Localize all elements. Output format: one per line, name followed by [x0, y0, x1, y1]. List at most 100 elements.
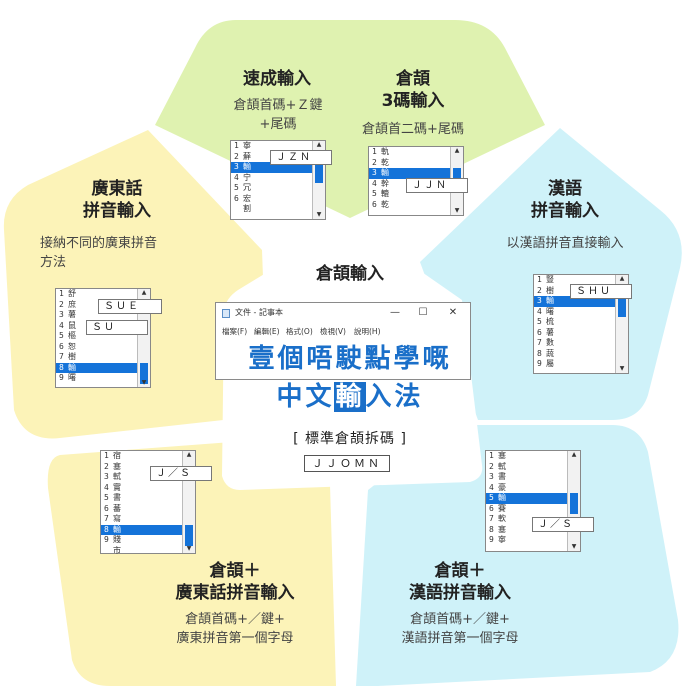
cantonese-composition-bottom: ＳＵ — [86, 320, 148, 335]
scroll-up-icon[interactable]: ▲ — [571, 451, 577, 458]
candidate-char: 豪 — [498, 482, 506, 492]
candidate-scrollbar[interactable]: ▲▼ — [567, 451, 580, 551]
candidate-number: 5 — [489, 493, 494, 502]
scroll-up-icon[interactable]: ▲ — [141, 289, 147, 296]
candidate-char: 轆 — [381, 189, 389, 198]
candidate-number: 4 — [537, 306, 542, 316]
candidate-char: 割 — [243, 204, 251, 213]
menu-edit[interactable]: 編輯(E) — [254, 327, 280, 336]
menu-help[interactable]: 說明(H) — [354, 327, 381, 336]
scroll-down-icon[interactable]: ▼ — [186, 545, 192, 552]
notepad-text-area[interactable] — [216, 341, 470, 379]
scroll-thumb[interactable] — [570, 493, 578, 514]
candidate-char: 賤 — [113, 535, 121, 544]
scroll-thumb[interactable] — [140, 362, 148, 384]
center-title: 倉頡輸入 — [316, 264, 384, 284]
cantonese-desc-line: 方法 — [40, 255, 67, 270]
cangjie3-desc-line: 倉頡首二碼+尾碼 — [362, 122, 464, 137]
candidate-scrollbar[interactable]: ▲▼ — [615, 275, 628, 373]
scroll-down-icon[interactable]: ▼ — [619, 365, 625, 372]
candidate-number: 5 — [537, 317, 542, 326]
candidate-number: 1 — [537, 275, 542, 284]
scroll-thumb[interactable] — [185, 524, 193, 546]
scroll-down-icon[interactable]: ▼ — [454, 207, 460, 214]
scroll-down-icon[interactable]: ▼ — [141, 379, 147, 386]
close-icon[interactable]: ✕ — [448, 307, 458, 318]
candidate-row[interactable]: 割 — [231, 204, 312, 215]
minimize-icon[interactable]: — — [390, 307, 400, 318]
candidate-char: 塞 — [113, 461, 121, 471]
candidate-row[interactable]: 市 — [101, 546, 182, 557]
scroll-up-icon[interactable]: ▲ — [619, 275, 625, 282]
candidate-number: 2 — [59, 299, 64, 309]
candidate-number: 8 — [59, 362, 64, 372]
scroll-thumb[interactable] — [315, 162, 323, 183]
menu-format[interactable]: 格式(O) — [286, 327, 313, 336]
scroll-up-icon[interactable]: ▲ — [186, 451, 192, 458]
candidate-char: 曙 — [68, 373, 76, 382]
cj-mandarin-desc-line: 漢語拼音第一個字母 — [401, 631, 519, 646]
scroll-down-icon[interactable]: ▼ — [316, 211, 322, 218]
menu-view[interactable]: 檢視(V) — [320, 327, 346, 336]
menu-file[interactable]: 檔案(F) — [222, 327, 248, 336]
candidate-number: 9 — [537, 359, 542, 368]
scroll-up-icon[interactable]: ▲ — [454, 147, 460, 154]
scroll-down-icon[interactable]: ▼ — [571, 543, 577, 550]
candidate-number: 2 — [234, 151, 239, 161]
candidate-number: 2 — [372, 157, 377, 167]
scroll-up-icon[interactable]: ▲ — [316, 141, 322, 148]
scroll-thumb[interactable] — [618, 296, 626, 317]
notepad-titlebar: 文件 - 記事本 — ☐ ✕ — [216, 303, 470, 323]
maximize-icon[interactable]: ☐ — [418, 307, 428, 318]
